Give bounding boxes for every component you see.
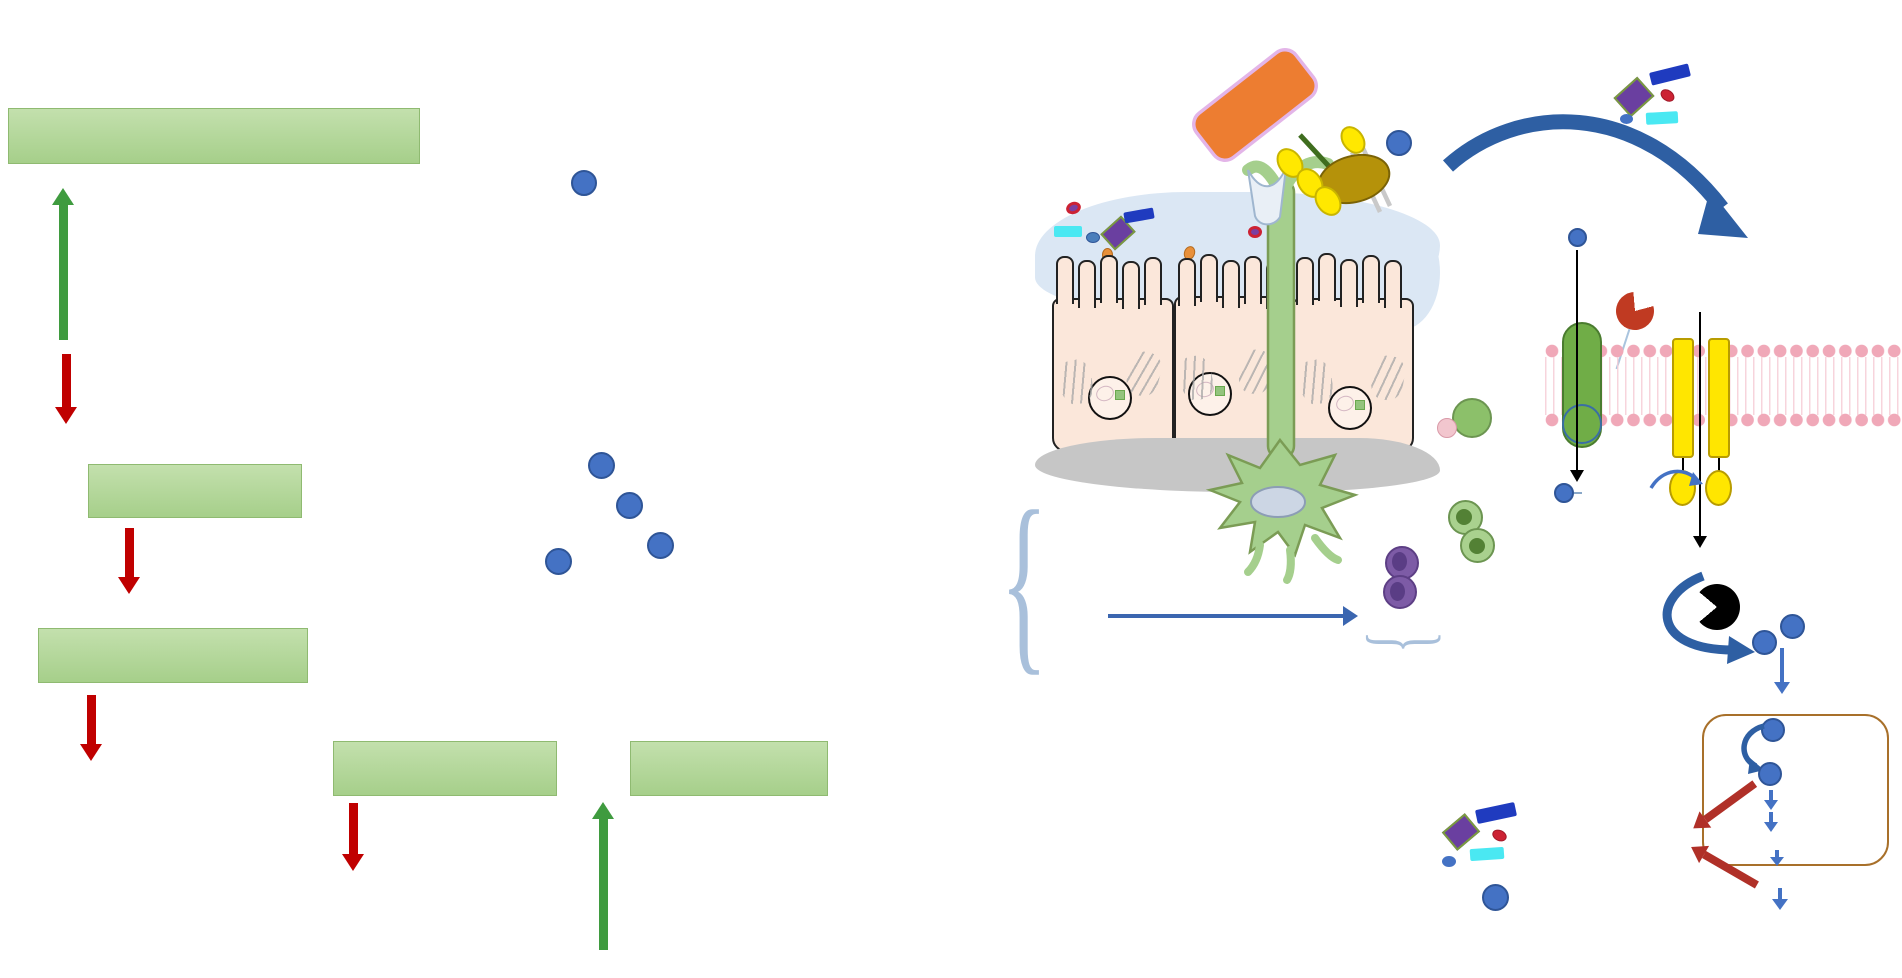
- down-arrow-cholesterol-icon: [80, 695, 102, 761]
- down-arrow-antioxidant-icon: [342, 803, 364, 871]
- abc-transporter-rect: [1708, 338, 1730, 458]
- goblet-shape: [1247, 167, 1287, 226]
- legend-bacterium-oval-blue-icon: [1442, 856, 1456, 867]
- phosphate-bond-line: [1574, 492, 1582, 494]
- glucose-circle: [1554, 483, 1574, 503]
- bacterium-rod-blue-icon: [1649, 63, 1691, 86]
- lentinan-diag-circle: [588, 452, 615, 479]
- transporter-import-arrow-icon: [1693, 312, 1707, 548]
- t-cells-underbrace-icon: {: [1349, 631, 1449, 653]
- glucose-circle: [1761, 718, 1785, 742]
- abc-transporter-rect: [1672, 338, 1694, 458]
- box-hypoglycemic: [88, 464, 302, 518]
- to-acetylcoa-arrow-icon: [1770, 850, 1784, 866]
- immunomodulation-arrow-icon: [1108, 606, 1358, 626]
- laminarin-branch-circle: [571, 170, 597, 196]
- t-cell: [1383, 575, 1417, 609]
- c-glucan-branch-circle: [1386, 130, 1412, 156]
- dendritic-nucleus: [1250, 486, 1306, 518]
- b-cell: [1460, 528, 1495, 563]
- glycolysis-step-arrow-icon: [1764, 790, 1778, 810]
- pep-import-arrow-icon: [1570, 250, 1584, 482]
- legend-glucose-circle: [1482, 884, 1509, 911]
- prr-oval: [1340, 126, 1366, 154]
- glucose-6p-circle: [1758, 762, 1782, 786]
- legend-bacterium-oval-red-icon: [1490, 827, 1509, 844]
- legend-bacterium-rod-cyan-icon: [1469, 846, 1505, 862]
- legend-bacterium-diamond-icon: [1441, 813, 1481, 851]
- cell-nucleus: [1328, 386, 1372, 430]
- b-cell: [1452, 398, 1492, 438]
- atpase-oval: [1705, 470, 1732, 506]
- pink-cell: [1437, 418, 1457, 438]
- glycolysis-step-arrow-icon: [1764, 812, 1778, 832]
- atp-cycle-arrow-icon: [1649, 469, 1703, 489]
- dendritic-tendril: [1244, 541, 1264, 576]
- transporter-stem: [1718, 458, 1720, 472]
- down-arrow-tumor-icon: [55, 354, 77, 424]
- gh3-reaction-arrow-icon: [1662, 571, 1755, 664]
- utilization-arrow-icon: [1442, 114, 1748, 238]
- b-cell: [1448, 500, 1483, 535]
- down-arrow-hypoglycemic-icon: [118, 528, 140, 594]
- box-antioxidant: [333, 741, 557, 796]
- mamp-rect: [1192, 48, 1318, 162]
- bacterium-oval-blue-icon: [1620, 114, 1633, 124]
- pep-pts-domain-circle: [1562, 404, 1602, 444]
- up-arrow-immuno-icon: [52, 188, 74, 340]
- bacterium-rod-cyan-icon: [1054, 226, 1082, 237]
- dendritic-tendril: [1311, 534, 1342, 564]
- lentinan-diag-circle: [647, 532, 674, 559]
- dendritic-tendril: [1283, 546, 1295, 584]
- to-glycolysis-arrow-icon: [1774, 648, 1790, 694]
- up-arrow-prebiotic-icon: [592, 802, 614, 950]
- box-immunomodulatory: [8, 108, 420, 164]
- box-prebiotic: [630, 741, 828, 796]
- cell-nucleus: [1088, 376, 1132, 420]
- lentinan-branch-circle: [545, 548, 572, 575]
- atpase-oval: [1669, 470, 1696, 506]
- glycolysis-box: [1702, 714, 1889, 866]
- bacterium-oval-blue-icon: [1086, 232, 1100, 243]
- lamina-propria-brace-icon: {: [1000, 471, 1048, 692]
- to-butyrate-arrow-icon: [1772, 888, 1788, 910]
- bacterium-coccus-icon: [1248, 226, 1262, 238]
- transporter-stem: [1682, 458, 1684, 472]
- box-hypocholesterolemic: [38, 628, 308, 683]
- glucose-circle: [1568, 228, 1587, 247]
- glucanase-enzyme-icon: [1612, 288, 1658, 334]
- lentinan-diag-circle: [616, 492, 643, 519]
- glucose-circle: [1780, 614, 1805, 639]
- dendritic-cell-graphic: [1192, 48, 1393, 584]
- legend-bacterium-rod-blue-icon: [1474, 801, 1518, 825]
- gh3-enzyme-icon: [1694, 584, 1740, 630]
- mamp-glycan-oval: [1314, 186, 1342, 216]
- glucose-circle: [1752, 630, 1777, 655]
